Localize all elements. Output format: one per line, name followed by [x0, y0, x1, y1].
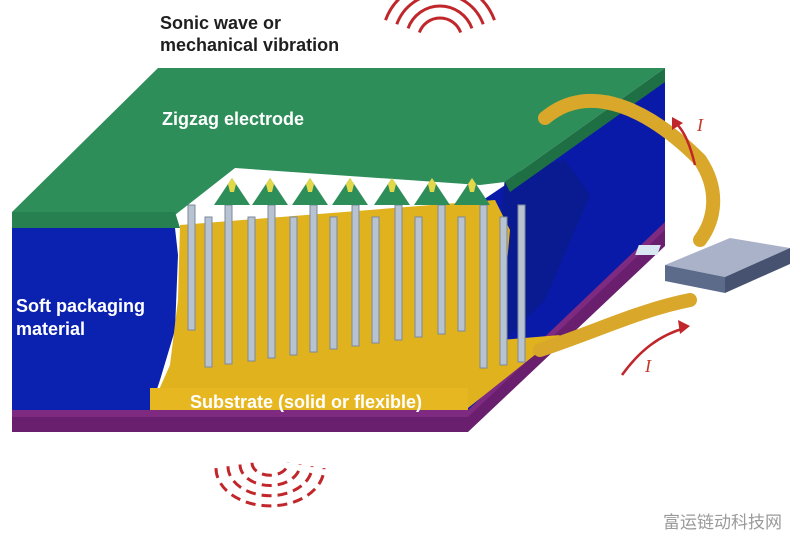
tooth-tip [346, 178, 354, 192]
tooth-tip [266, 178, 274, 192]
sound-wave-top [384, 0, 496, 34]
electrode-label: Zigzag electrode [162, 109, 305, 129]
nanowire [247, 216, 256, 362]
load-device-front [665, 265, 725, 293]
nanowire [479, 204, 488, 369]
nanowire [437, 204, 446, 335]
packaging-label-line2: material [16, 319, 86, 339]
tooth-tip [388, 178, 396, 192]
wave-arc [406, 4, 474, 29]
zigzag-teeth [214, 178, 490, 205]
current-arrow-bottom-head [678, 320, 690, 334]
sound-wave-bottom [214, 462, 326, 508]
substrate-label: Substrate (solid or flexible) [190, 392, 423, 412]
packaging-label-line1: Soft packaging [16, 296, 146, 316]
nanowire [499, 216, 508, 366]
current-label-bottom: I [645, 356, 651, 376]
nanowire [329, 216, 338, 350]
wave-arc [214, 468, 326, 508]
substrate-front-strip [150, 388, 468, 410]
current-label-top: I [697, 115, 703, 135]
nanowire [414, 216, 423, 338]
sonic-wave-label-line2: mechanical vibration [160, 35, 340, 55]
nanowire-array [187, 204, 526, 369]
wave-arc [238, 464, 302, 487]
watermark: 富运链动科技网 [663, 513, 782, 533]
electrode-right-edge [505, 68, 665, 192]
wave-arc [250, 462, 290, 477]
nanowire [517, 204, 526, 363]
wire-top [538, 93, 721, 247]
tooth-tip [306, 178, 314, 192]
tooth-tip [468, 178, 476, 192]
wave-arc [226, 466, 314, 498]
current-arrow-bottom [620, 326, 686, 376]
load-device-top [665, 238, 790, 277]
wire-bottom [533, 293, 697, 357]
nanowire [187, 204, 196, 331]
nanowire [204, 216, 213, 368]
load-device-side [725, 248, 790, 293]
nanowire [224, 204, 233, 365]
load-device-chip [635, 245, 661, 255]
nanowire [289, 216, 298, 356]
tooth-tip [428, 178, 436, 192]
nanowire [457, 216, 466, 332]
nanowire [394, 204, 403, 341]
electrode-front-edge [12, 212, 180, 228]
sonic-wave-label-line1: Sonic wave or [160, 13, 282, 33]
packaging-front-face [12, 228, 178, 410]
wave-arc [395, 0, 485, 25]
wave-arc [384, 0, 496, 21]
current-arrow-top-head [672, 117, 683, 130]
nanowire [309, 204, 318, 353]
electrode-top-surface [12, 68, 665, 215]
wave-arc [417, 16, 463, 34]
nanowire [371, 216, 380, 344]
tooth-tip [228, 178, 236, 192]
nanowire [351, 204, 360, 347]
nanowire [267, 204, 276, 359]
